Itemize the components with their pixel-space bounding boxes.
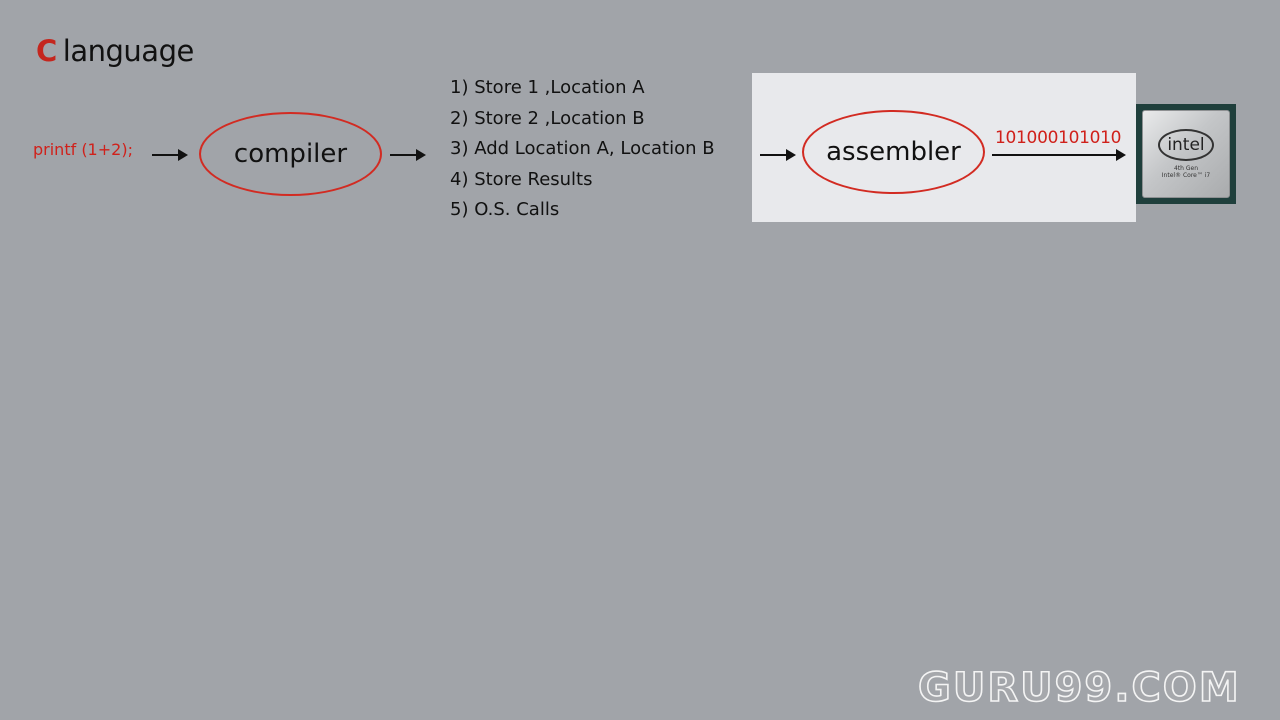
cpu-chip-image: intel 4th Gen Intel® Core™ i7 [1136, 104, 1236, 204]
assembly-step: 2) Store 2 ,Location B [450, 107, 645, 129]
cpu-chip-heatspreader: intel 4th Gen Intel® Core™ i7 [1142, 110, 1230, 198]
assembler-ellipse: assembler [802, 110, 985, 194]
arrow-code-to-compiler [152, 149, 188, 161]
assembly-steps-list: 1) Store 1 ,Location A 2) Store 2 ,Locat… [450, 75, 715, 228]
watermark: GURU99.COM [917, 664, 1241, 712]
assembly-step: 5) O.S. Calls [450, 199, 560, 220]
cpu-chip-line1: 4th Gen [1173, 165, 1199, 172]
title-c-letter: C [36, 34, 57, 68]
arrow-compiler-to-steps [390, 149, 426, 161]
title-rest: language [62, 34, 195, 68]
assembly-step: 3) Add Location A, Location B [450, 138, 715, 159]
arrow-steps-to-assembler [760, 149, 796, 161]
assembler-label: assembler [826, 137, 961, 167]
machine-code-label: 101000101010 [995, 128, 1122, 148]
intel-logo-icon: intel [1158, 129, 1214, 161]
cpu-chip-line2: Intel® Core™ i7 [1161, 172, 1211, 179]
compiler-ellipse: compiler [199, 112, 382, 196]
assembly-step: 1) Store 1 ,Location A [450, 77, 645, 98]
source-code-label: printf (1+2); [33, 140, 133, 159]
arrow-assembler-to-cpu [992, 149, 1126, 161]
assembly-step: 4) Store Results [450, 168, 593, 190]
compiler-label: compiler [233, 139, 348, 169]
